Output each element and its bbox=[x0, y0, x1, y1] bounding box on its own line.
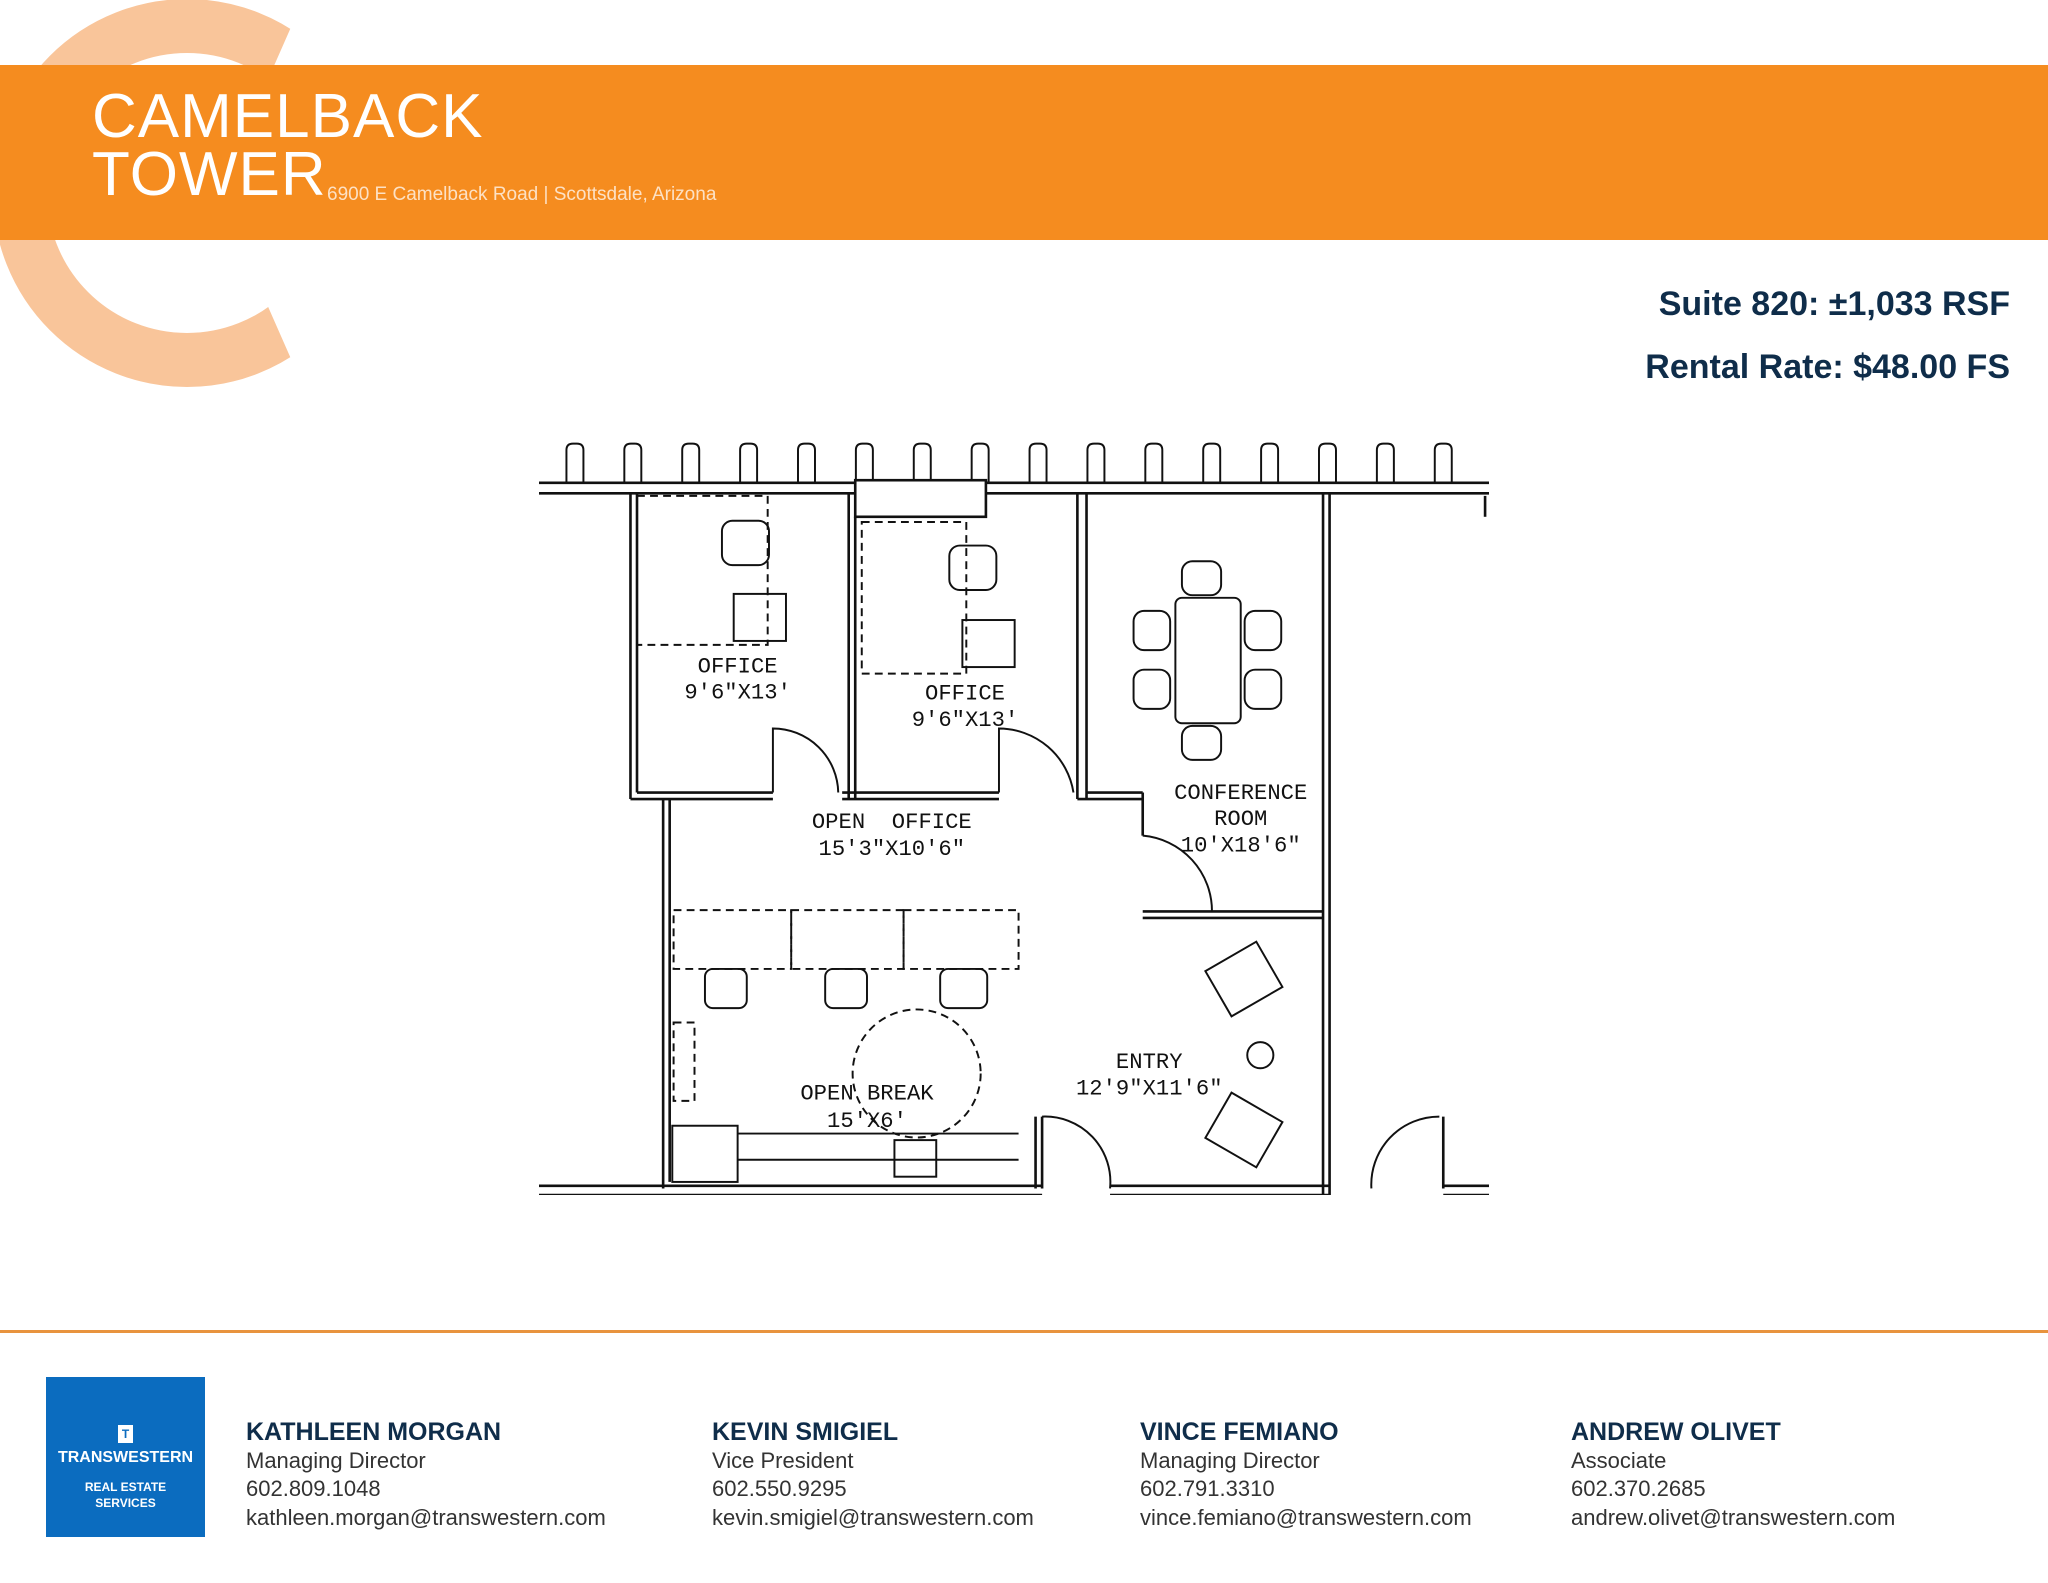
title-line-1: CAMELBACK bbox=[92, 82, 484, 151]
doors bbox=[771, 727, 1440, 1189]
suite-size: Suite 820: ±1,033 RSF bbox=[1658, 285, 2010, 323]
logo-sub-1: REAL ESTATE bbox=[84, 1480, 167, 1494]
transwestern-logo: T TRANSWESTERN REAL ESTATE SERVICES bbox=[46, 1377, 205, 1537]
contact-email[interactable]: kathleen.morgan@transwestern.com bbox=[246, 1504, 606, 1530]
logo-sub-2: SERVICES bbox=[95, 1496, 156, 1510]
window-mullion bbox=[1086, 442, 1106, 483]
room-label-office-2: OFFICE bbox=[925, 682, 1005, 707]
contact-email[interactable]: andrew.olivet@transwestern.com bbox=[1571, 1504, 1896, 1530]
footer-divider bbox=[0, 1330, 2048, 1333]
room-label-conference-2: ROOM bbox=[1214, 807, 1267, 832]
window-mullion bbox=[623, 442, 643, 483]
window-mullions bbox=[565, 442, 1453, 483]
walls bbox=[539, 478, 1489, 1195]
room-dims-office-2: 9'6"X13' bbox=[912, 708, 1019, 733]
contact-email[interactable]: vince.femiano@transwestern.com bbox=[1140, 1504, 1472, 1530]
window-mullion bbox=[739, 442, 759, 483]
room-label-open-break: OPEN BREAK bbox=[800, 1082, 934, 1107]
room-dims-office-1: 9'6"X13' bbox=[684, 680, 791, 705]
window-mullion bbox=[681, 442, 701, 483]
rental-rate: Rental Rate: $48.00 FS bbox=[1645, 348, 2010, 386]
header-band bbox=[0, 65, 2048, 240]
contact-phone[interactable]: 602.370.2685 bbox=[1571, 1476, 1706, 1501]
contact-email[interactable]: kevin.smigiel@transwestern.com bbox=[712, 1504, 1034, 1530]
window-mullion bbox=[854, 442, 874, 483]
window-mullion bbox=[1260, 442, 1280, 483]
contact-phone[interactable]: 602.791.3310 bbox=[1140, 1476, 1275, 1501]
contact-title: Managing Director bbox=[246, 1447, 426, 1473]
room-dims-conference: 10'X18'6" bbox=[1181, 833, 1301, 858]
contact-card: VINCE FEMIANO Managing Director 602.791.… bbox=[1140, 1418, 1472, 1532]
window-mullion bbox=[970, 442, 990, 483]
window-mullion bbox=[1318, 442, 1337, 483]
address: 6900 E Camelback Road | Scottsdale, Ariz… bbox=[327, 184, 717, 205]
contact-phone[interactable]: 602.550.9295 bbox=[712, 1476, 847, 1501]
contact-name: VINCE FEMIANO bbox=[1140, 1418, 1339, 1446]
window-mullion bbox=[1028, 442, 1048, 483]
window-mullion bbox=[1375, 442, 1395, 483]
window-mullion bbox=[1202, 442, 1222, 483]
contact-card: ANDREW OLIVET Associate 602.370.2685 and… bbox=[1571, 1418, 1895, 1532]
contact-card: KEVIN SMIGIEL Vice President 602.550.929… bbox=[712, 1418, 1034, 1532]
contact-title: Associate bbox=[1571, 1447, 1667, 1473]
contact-name: KATHLEEN MORGAN bbox=[246, 1418, 502, 1446]
contact-title: Vice President bbox=[712, 1447, 854, 1473]
window-mullion bbox=[912, 442, 932, 483]
logo-brand: TRANSWESTERN bbox=[57, 1449, 194, 1466]
contact-title: Managing Director bbox=[1140, 1447, 1320, 1473]
logo-mark-icon: T bbox=[118, 1425, 133, 1443]
chairs bbox=[671, 519, 1284, 1183]
room-label-conference: CONFERENCE bbox=[1174, 781, 1307, 806]
floor-plan: OFFICE 9'6"X13' OFFICE 9'6"X13' CONFEREN… bbox=[539, 442, 1489, 1195]
contact-phone[interactable]: 602.809.1048 bbox=[246, 1476, 381, 1501]
window-mullion bbox=[1433, 442, 1453, 483]
building-title: CAMELBACK TOWER bbox=[92, 82, 484, 209]
title-line-2: TOWER bbox=[92, 140, 327, 209]
contact-name: ANDREW OLIVET bbox=[1571, 1418, 1781, 1446]
room-label-office-1: OFFICE bbox=[698, 654, 778, 679]
window-mullion bbox=[565, 442, 585, 483]
room-label-open-office: OPEN OFFICE bbox=[812, 810, 972, 835]
room-label-entry: ENTRY bbox=[1116, 1050, 1183, 1075]
contact-name: KEVIN SMIGIEL bbox=[712, 1418, 899, 1446]
room-dims-open-office: 15'3"X10'6" bbox=[819, 837, 966, 862]
room-dims-entry: 12'9"X11'6" bbox=[1076, 1076, 1223, 1101]
window-mullion bbox=[797, 442, 816, 483]
room-dims-open-break: 15'X6' bbox=[827, 1109, 907, 1134]
window-mullion bbox=[1144, 442, 1164, 483]
contact-card: KATHLEEN MORGAN Managing Director 602.80… bbox=[246, 1418, 606, 1532]
